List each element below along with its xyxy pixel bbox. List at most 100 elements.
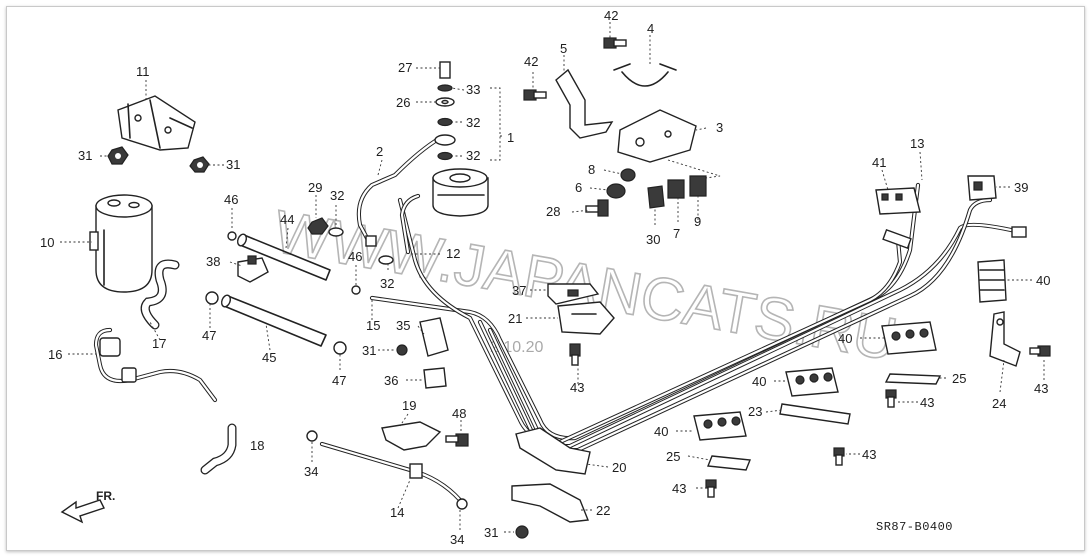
callout-41: 41 (872, 155, 886, 170)
leader-lines (60, 22, 1045, 533)
callout-40: 40 (838, 331, 852, 346)
clip-40-a (977, 259, 1007, 303)
callout-1: 1 (507, 130, 514, 145)
callout-33: 33 (466, 82, 480, 97)
callout-31: 31 (362, 343, 376, 358)
callout-30: 30 (646, 232, 660, 247)
fuel-filter (432, 168, 489, 217)
callout-31: 31 (78, 148, 92, 163)
fitting-pipe-2 (365, 235, 377, 247)
callout-10: 10 (40, 235, 54, 250)
clip-40-d (693, 411, 747, 441)
callout-32: 32 (380, 276, 394, 291)
holder-37 (547, 283, 600, 305)
nut-31-left (107, 146, 129, 165)
callout-43: 43 (672, 481, 686, 496)
callout-43: 43 (862, 447, 876, 462)
callout-6: 6 (575, 180, 582, 195)
bolt-42-top (603, 37, 627, 49)
washer-32-a (328, 227, 344, 237)
holder-21 (557, 301, 615, 335)
mount-30 (647, 185, 665, 209)
callout-11: 11 (136, 64, 150, 79)
bracket-19 (381, 421, 442, 451)
callout-13: 13 (910, 136, 924, 151)
tube-44 (236, 233, 331, 281)
bolt-43-r2 (1029, 345, 1051, 357)
hose-16 (93, 327, 218, 403)
bracket-24 (989, 311, 1021, 367)
bolt-28 (585, 199, 609, 217)
nut-31-right (189, 156, 210, 173)
callout-48: 48 (452, 406, 466, 421)
callout-15: 15 (366, 318, 380, 333)
callout-14: 14 (390, 505, 404, 520)
mount-7 (667, 179, 685, 199)
callout-4: 4 (647, 21, 654, 36)
callout-34: 34 (304, 464, 318, 479)
clip-38 (237, 255, 269, 283)
clip-40-b (881, 321, 937, 355)
callout-9: 9 (694, 214, 701, 229)
callout-40: 40 (654, 424, 668, 439)
callout-12: 12 (446, 246, 460, 261)
callout-23: 23 (748, 404, 762, 419)
bolt-48 (445, 433, 469, 447)
bolt-43-mid (569, 343, 581, 366)
callout-47: 47 (202, 328, 216, 343)
callout-29: 29 (308, 180, 322, 195)
plate-25-left (707, 455, 751, 471)
hose-14 (319, 441, 463, 503)
callout-42: 42 (524, 54, 538, 69)
callout-43: 43 (570, 380, 584, 395)
callout-26: 26 (396, 95, 410, 110)
nut-29 (307, 217, 329, 235)
clip-36 (423, 367, 447, 389)
bolt-43-r3 (833, 447, 845, 466)
bracket-5 (555, 68, 614, 139)
callout-19: 19 (402, 398, 416, 413)
guard-22 (511, 483, 589, 523)
callout-44: 44 (280, 212, 294, 227)
mount-9 (689, 175, 707, 197)
canister (89, 194, 153, 293)
callout-25: 25 (666, 449, 680, 464)
callout-20: 20 (612, 460, 626, 475)
callout-34: 34 (450, 532, 464, 547)
front-label: FR. (96, 489, 115, 503)
plate-23 (779, 403, 851, 425)
callout-40: 40 (752, 374, 766, 389)
washer-32-b (378, 255, 394, 265)
bolt-42-left (523, 89, 547, 101)
bracket-11 (117, 95, 196, 151)
callout-16: 16 (48, 347, 62, 362)
clamp-34-left (306, 430, 318, 442)
plate-25-right (884, 373, 942, 385)
callout-37: 37 (512, 283, 526, 298)
clamp-47-right (333, 341, 347, 355)
callout-22: 22 (596, 503, 610, 518)
bolt-43-r1 (885, 389, 897, 408)
nut-31-bottom (515, 525, 529, 539)
clip-40-c (785, 367, 839, 397)
callout-17: 17 (152, 336, 166, 351)
block-41 (875, 187, 921, 215)
clamp-47-left (205, 291, 219, 305)
clip-46-mid (351, 285, 361, 295)
callout-31: 31 (226, 157, 240, 172)
callout-45: 45 (262, 350, 276, 365)
clamp-34-right (456, 498, 468, 510)
clip-46-left (227, 231, 237, 241)
band-4 (613, 63, 677, 87)
callout-31: 31 (484, 525, 498, 540)
callout-32: 32 (466, 148, 480, 163)
callout-28: 28 (546, 204, 560, 219)
callout-24: 24 (992, 396, 1006, 411)
callout-3: 3 (716, 120, 723, 135)
callout-46: 46 (348, 249, 362, 264)
callout-38: 38 (206, 254, 220, 269)
tube-45 (220, 294, 327, 347)
callout-40: 40 (1036, 273, 1050, 288)
drawing-code: SR87-B0400 (876, 520, 953, 534)
